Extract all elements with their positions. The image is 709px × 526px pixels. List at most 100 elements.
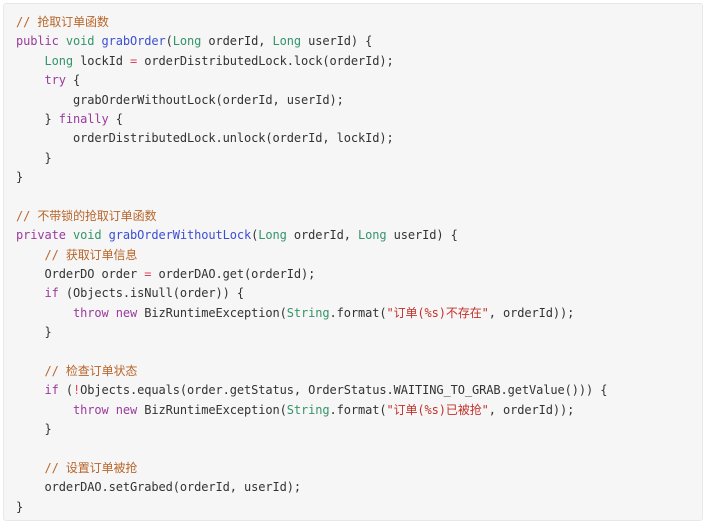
code-token-kw: try [44,73,66,88]
code-token-kw: public [16,34,59,49]
code-token-pl: } [16,422,52,437]
code-token-ty: Long [172,34,202,49]
code-line: } [16,168,702,187]
code-token-pl: .format( [329,305,387,320]
code-line: throw new BizRuntimeException(String.for… [16,401,702,420]
code-token-pl: orderDistributedLock.unlock(orderId, loc… [16,131,394,146]
code-token-kw: new [115,305,138,320]
code-line: private void grabOrderWithoutLock(Long o… [16,226,702,245]
code-token-kw: new [115,402,138,417]
code-line: } [16,420,702,439]
code-token-cm: // 抢取订单函数 [16,15,109,29]
code-line [16,440,702,459]
code-token-pl: orderDistributedLock.lock(orderId); [137,53,394,68]
code-token-kw: finally [58,111,109,126]
code-token-kw: throw [73,305,109,320]
code-token-ty: void [65,34,95,49]
code-token-cm: // 获取订单信息 [44,247,138,262]
code-token-kw: if [44,286,59,301]
code-token-ty: Long [358,228,387,243]
code-token-pl: orderDAO.get(orderId); [151,267,316,282]
code-token-pl [16,403,73,417]
code-line: throw new BizRuntimeException(String.for… [16,304,702,323]
code-token-pl: ( [165,34,173,49]
code-token-pl [16,248,45,262]
code-token-ty: void [73,228,102,243]
code-token-cm: // 不带锁的抢取订单函数 [16,208,157,223]
code-token-pl: ( [58,383,73,398]
code-line: } finally { [16,110,702,129]
code-line: grabOrderWithoutLock(orderId, userId); [16,91,702,110]
code-line: // 获取订单信息 [16,246,702,265]
code-token-op: ! [73,383,81,398]
code-token-fn: grabOrderWithoutLock [108,228,252,243]
code-token-pl: , orderId)); [488,402,575,417]
code-token-op: = [144,267,152,282]
code-line: if (!Objects.equals(order.getStatus, Ord… [16,381,702,400]
code-line: } [16,149,702,168]
code-token-pl [16,364,45,378]
code-token-ty: String [286,305,330,320]
code-line: orderDAO.setGrabed(orderId, userId); [16,478,702,497]
code-token-op: = [130,53,138,68]
code-token-st: "订单(%s)不存在" [386,305,489,320]
code-token-pl: orderId, [201,34,273,49]
code-token-pl [109,403,116,417]
code-line: Long lockId = orderDistributedLock.lock(… [16,52,702,71]
code-line: } [16,323,702,342]
code-token-ty: String [286,402,330,417]
code-token-pl [59,34,66,48]
code-line [16,188,702,207]
code-token-pl: lockId [73,53,130,68]
code-token-kw: throw [73,402,109,417]
code-token-ty: Long [258,228,287,243]
code-token-ty: Long [44,53,74,68]
code-line: public void grabOrder(Long orderId, Long… [16,32,702,51]
code-token-kw: private [16,228,66,243]
code-token-pl: OrderDO order [16,267,145,282]
code-token-pl [94,34,101,48]
code-line: } [16,498,702,517]
code-token-pl: } [16,325,52,340]
code-line: // 检查订单状态 [16,362,702,381]
code-token-pl: orderId, [286,228,358,243]
code-token-pl: } [16,150,52,165]
code-token-pl: } [16,170,24,185]
code-token-kw: if [44,383,59,398]
code-token-pl: .format( [329,402,387,417]
code-token-pl: BizRuntimeException( [137,402,287,417]
code-token-pl [16,306,73,320]
code-token-pl [109,306,116,320]
code-token-cm: // 设置订单被抢 [44,460,138,475]
code-token-pl: (Objects.isNull(order)) { [58,286,244,301]
code-token-pl: { [65,73,81,88]
code-token-pl [102,228,109,242]
code-token-pl: , orderId)); [488,305,575,320]
code-token-ty: Long [272,34,302,49]
code-line: OrderDO order = orderDAO.get(orderId); [16,265,702,284]
code-token-pl: grabOrderWithoutLock(orderId, userId); [16,92,344,107]
code-token-pl [16,383,45,397]
code-token-pl: } [16,111,59,126]
code-token-pl [16,286,45,300]
code-token-pl: Objects.equals(order.getStatus, OrderSta… [80,383,608,398]
code-token-pl [16,461,45,475]
code-token-pl [16,73,45,87]
code-token-pl: orderDAO.setGrabed(orderId, userId); [16,480,301,495]
code-token-fn: grabOrder [101,34,166,49]
code-line: try { [16,71,702,90]
code-token-st: "订单(%s)已被抢" [386,402,489,417]
code-token-pl: userId) { [386,228,458,243]
code-line: // 不带锁的抢取订单函数 [16,207,702,226]
code-token-pl: { [108,111,123,126]
code-token-pl [66,228,73,242]
code-line: // 设置订单被抢 [16,459,702,478]
code-token-cm: // 检查订单状态 [44,364,138,379]
code-line: if (Objects.isNull(order)) { [16,284,702,303]
code-token-pl: } [16,499,24,514]
code-token-pl: userId) { [301,34,373,49]
code-token-pl: BizRuntimeException( [137,305,287,320]
code-line: orderDistributedLock.unlock(orderId, loc… [16,129,702,148]
